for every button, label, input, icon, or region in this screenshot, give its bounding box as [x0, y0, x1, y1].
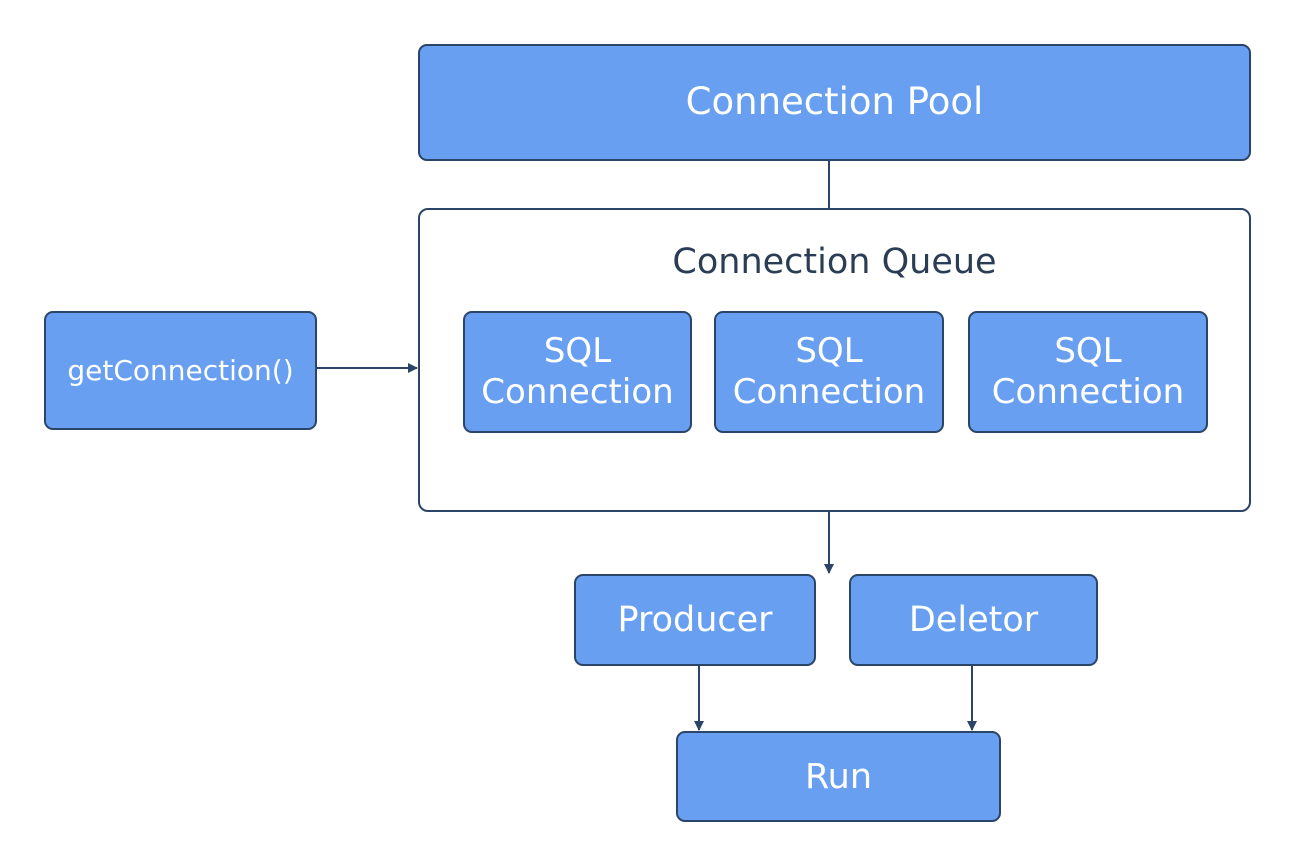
- sql-connection-3-line1: SQL: [1054, 331, 1122, 372]
- get-connection-node: getConnection(): [44, 311, 317, 430]
- sql-connection-node-2: SQL Connection: [714, 311, 944, 433]
- run-label: Run: [804, 756, 873, 797]
- run-node: Run: [676, 731, 1001, 822]
- sql-connection-2-line1: SQL: [795, 331, 863, 372]
- sql-connection-3-line2: Connection: [991, 372, 1185, 412]
- connection-pool-label: Connection Pool: [685, 80, 984, 124]
- sql-connection-node-3: SQL Connection: [968, 311, 1208, 433]
- producer-node: Producer: [574, 574, 816, 666]
- deletor-node: Deletor: [849, 574, 1098, 666]
- connection-pool-node: Connection Pool: [418, 44, 1251, 161]
- sql-connection-node-1: SQL Connection: [463, 311, 692, 433]
- sql-connection-2-line2: Connection: [732, 372, 926, 412]
- sql-connection-1-line1: SQL: [543, 331, 612, 372]
- get-connection-label: getConnection(): [67, 353, 294, 387]
- connection-queue-title: Connection Queue: [672, 242, 997, 282]
- sql-connection-1-line2: Connection: [481, 372, 674, 412]
- producer-label: Producer: [617, 600, 773, 640]
- deletor-label: Deletor: [908, 600, 1039, 640]
